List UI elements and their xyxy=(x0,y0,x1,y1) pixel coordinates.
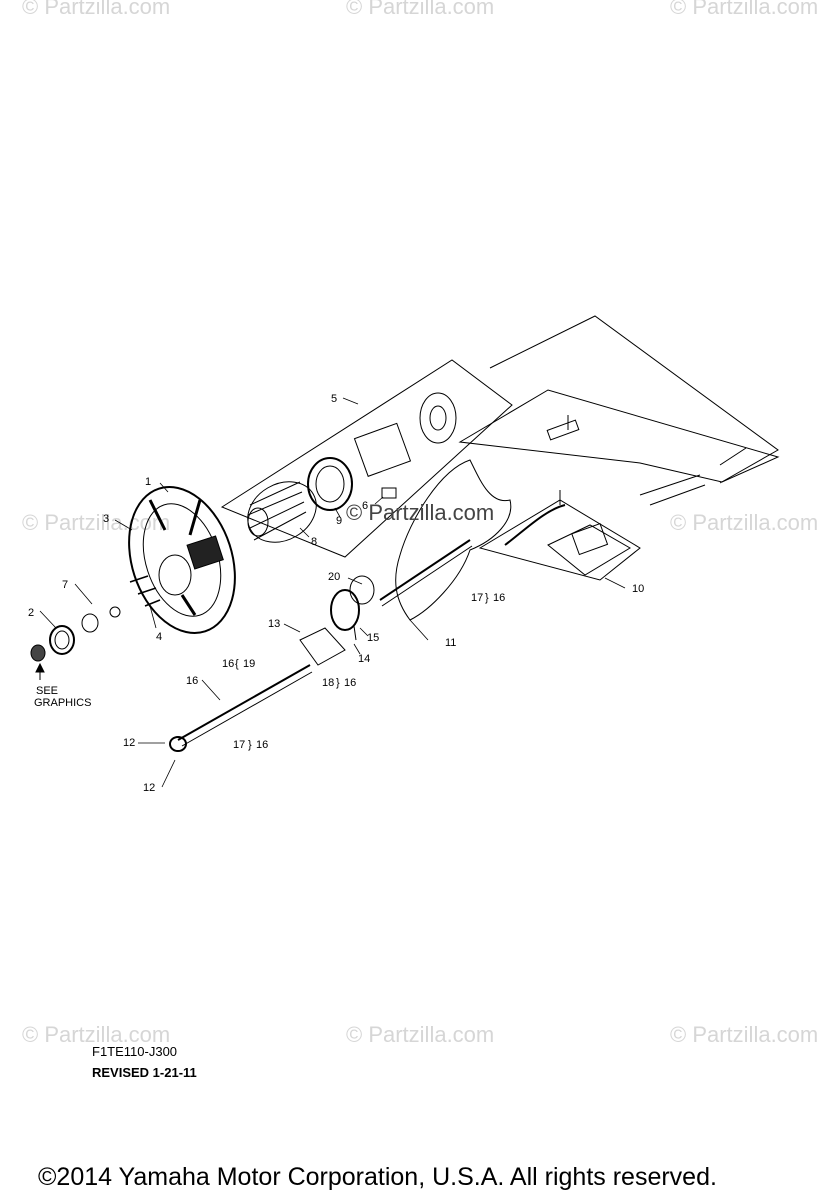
steering-wheel xyxy=(128,486,236,634)
callout-16: 16 xyxy=(493,592,505,604)
callout-16: 16 xyxy=(186,675,198,687)
brace-mark: { xyxy=(235,658,239,670)
drawing-code: F1TE110-J300 xyxy=(92,1044,178,1059)
callout-13: 13 xyxy=(268,618,280,630)
callout-17: 17 xyxy=(471,592,483,604)
callout-16: 16 xyxy=(256,739,268,751)
boot-assembly xyxy=(299,575,375,666)
see-graphics-line-2: GRAPHICS xyxy=(34,697,91,709)
brace-mark: } xyxy=(336,677,340,689)
callout-12: 12 xyxy=(123,737,135,749)
revision-date: REVISED 1-21-11 xyxy=(92,1065,197,1080)
callout-20: 20 xyxy=(328,571,340,583)
center-watermark: © Partzilla.com xyxy=(346,500,495,525)
watermark: © Partzilla.com xyxy=(22,510,171,535)
callout-3: 3 xyxy=(103,513,109,525)
callout-5: 5 xyxy=(331,393,337,405)
callout-7: 7 xyxy=(62,579,68,591)
watermark: © Partzilla.com xyxy=(22,0,171,19)
assembly-outline xyxy=(489,315,779,484)
callout-1: 1 xyxy=(145,476,151,488)
mounting-panel xyxy=(395,459,512,621)
watermark: © Partzilla.com xyxy=(670,0,819,19)
watermark: © Partzilla.com xyxy=(670,510,819,535)
callout-6: 6 xyxy=(362,500,368,512)
brace-mark: } xyxy=(485,592,489,604)
bolts xyxy=(129,575,161,607)
assembly-5-box xyxy=(220,359,513,558)
brace-mark: } xyxy=(248,739,252,751)
hub-parts xyxy=(30,606,121,680)
steering-mechanism xyxy=(353,392,457,499)
callout-10: 10 xyxy=(632,583,644,595)
callout-9: 9 xyxy=(336,515,342,527)
callout-17: 17 xyxy=(233,739,245,751)
callout-18: 18 xyxy=(322,677,334,689)
callout-16: 16 xyxy=(222,658,234,670)
callout-16: 16 xyxy=(344,677,356,689)
copyright-notice: ©2014 Yamaha Motor Corporation, U.S.A. A… xyxy=(38,1163,717,1191)
steering-cover xyxy=(247,481,317,543)
steering-plate xyxy=(504,415,747,576)
callout-12: 12 xyxy=(143,782,155,794)
assembly-10-box xyxy=(458,389,780,483)
callout-8: 8 xyxy=(311,536,317,548)
watermark: © Partzilla.com xyxy=(22,1022,171,1047)
callout-4: 4 xyxy=(156,631,162,643)
callout-14: 14 xyxy=(358,653,370,665)
callout-15: 15 xyxy=(367,632,379,644)
steering-cable xyxy=(169,539,473,752)
callout-11: 11 xyxy=(445,637,456,649)
callout-2: 2 xyxy=(28,607,34,619)
assembly-10-lower-box xyxy=(478,499,641,581)
leader-lines xyxy=(39,397,626,788)
see-graphics-line-1: SEE xyxy=(36,685,58,697)
callout-19: 19 xyxy=(243,658,255,670)
watermark: © Partzilla.com xyxy=(346,0,495,19)
steering-ring xyxy=(307,457,353,511)
watermark: © Partzilla.com xyxy=(346,1022,495,1047)
watermark: © Partzilla.com xyxy=(670,1022,819,1047)
